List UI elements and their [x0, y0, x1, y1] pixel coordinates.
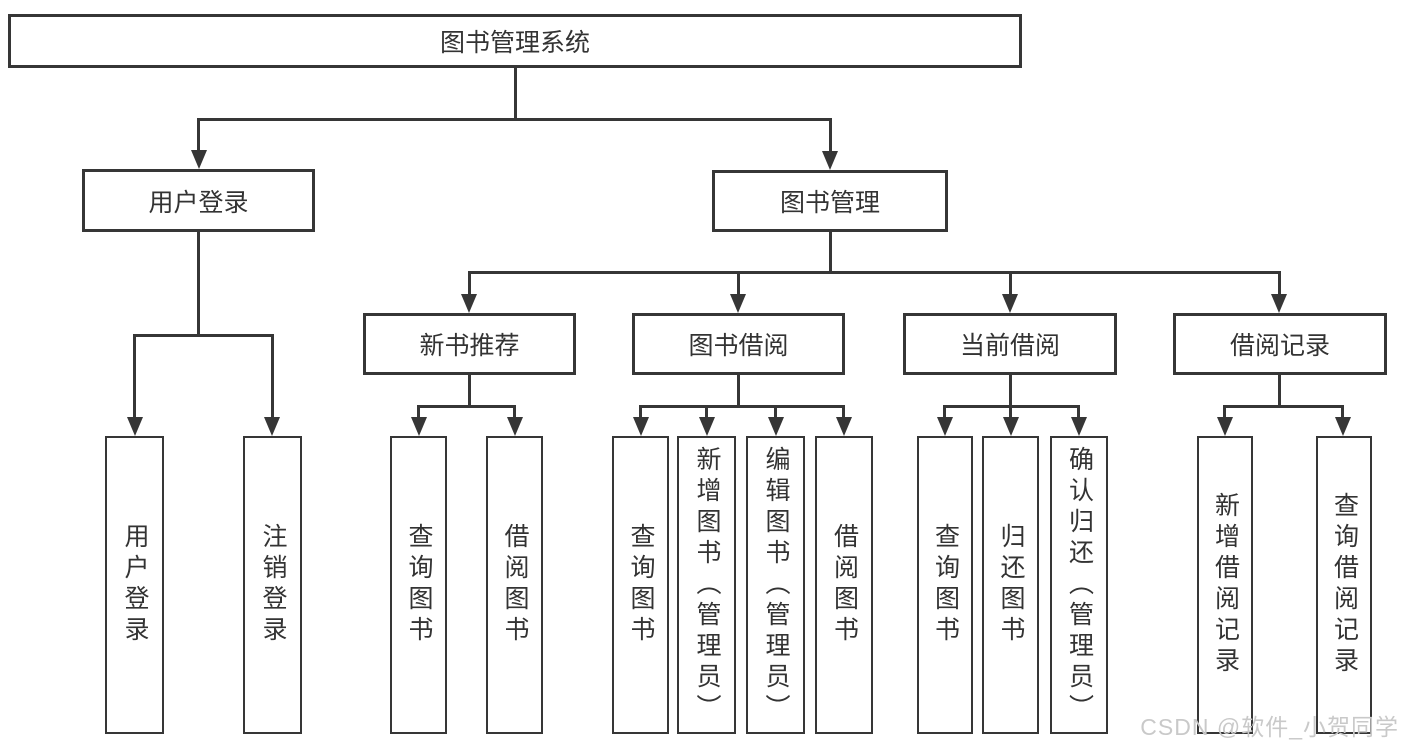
connector-line: [1278, 271, 1281, 295]
connector-line: [468, 375, 471, 407]
connector-line: [1009, 271, 1012, 295]
node-box-leaf-confirm-return-admin: 确认归还（管理员）: [1050, 436, 1108, 734]
csdn-watermark: CSDN @软件_小贺同学: [1140, 714, 1399, 740]
connector-line: [829, 232, 832, 274]
node-box-leaf-borrow-books: 借阅图书: [815, 436, 873, 734]
node-box-leaf-edit-book-admin: 编辑图书（管理员）: [746, 436, 805, 734]
arrowhead-down-icon: [937, 417, 953, 436]
arrowhead-down-icon: [127, 417, 143, 436]
connector-line: [737, 271, 740, 295]
node-box-leaf-query-books-current: 查询图书: [917, 436, 973, 734]
node-box-leaf-query-books-borrowing: 查询图书: [612, 436, 669, 734]
arrowhead-down-icon: [633, 417, 649, 436]
connector-line: [513, 405, 516, 418]
arrowhead-down-icon: [1002, 294, 1018, 313]
node-box-leaf-add-book-admin: 新增图书（管理员）: [677, 436, 736, 734]
connector-line: [829, 118, 832, 152]
arrowhead-down-icon: [1003, 417, 1019, 436]
node-box-new-book-recommendation: 新书推荐: [363, 313, 576, 375]
arrowhead-down-icon: [730, 294, 746, 313]
arrowhead-down-icon: [836, 417, 852, 436]
connector-line: [1009, 405, 1012, 418]
arrowhead-down-icon: [768, 417, 784, 436]
connector-line: [705, 405, 708, 418]
node-box-leaf-return-books: 归还图书: [982, 436, 1039, 734]
arrowhead-down-icon: [1217, 417, 1233, 436]
connector-line: [943, 405, 946, 418]
node-box-book-borrowing: 图书借阅: [632, 313, 845, 375]
node-box-leaf-logout: 注销登录: [243, 436, 302, 734]
arrowhead-down-icon: [1071, 417, 1087, 436]
connector-line: [197, 232, 200, 337]
connector-line: [133, 334, 136, 418]
connector-line: [842, 405, 845, 418]
arrowhead-down-icon: [264, 417, 280, 436]
arrowhead-down-icon: [699, 417, 715, 436]
node-box-leaf-query-books-recommend: 查询图书: [390, 436, 447, 734]
node-box-current-borrowing: 当前借阅: [903, 313, 1117, 375]
connector-line: [133, 334, 274, 337]
node-box-library-management-system: 图书管理系统: [8, 14, 1022, 68]
node-box-leaf-query-borrow-record: 查询借阅记录: [1316, 436, 1372, 734]
connector-line: [1278, 375, 1281, 407]
node-box-borrowing-records: 借阅记录: [1173, 313, 1387, 375]
connector-line: [639, 405, 642, 418]
connector-line: [737, 375, 740, 407]
connector-line: [1223, 405, 1226, 418]
connector-line: [197, 118, 200, 152]
connector-line: [1341, 405, 1344, 418]
node-box-book-management: 图书管理: [712, 170, 948, 232]
connector-line: [197, 118, 832, 121]
node-box-leaf-add-borrow-record: 新增借阅记录: [1197, 436, 1253, 734]
arrowhead-down-icon: [191, 150, 207, 169]
connector-line: [1223, 405, 1344, 408]
connector-line: [639, 405, 845, 408]
node-box-user-login: 用户登录: [82, 169, 315, 232]
arrowhead-down-icon: [411, 417, 427, 436]
arrowhead-down-icon: [1271, 294, 1287, 313]
connector-line: [417, 405, 420, 418]
node-box-leaf-user-login: 用户登录: [105, 436, 164, 734]
connector-line: [417, 405, 516, 408]
connector-line: [468, 271, 1281, 274]
arrowhead-down-icon: [1335, 417, 1351, 436]
arrowhead-down-icon: [822, 151, 838, 170]
node-box-leaf-borrow-books-recommend: 借阅图书: [486, 436, 543, 734]
arrowhead-down-icon: [461, 294, 477, 313]
connector-line: [1077, 405, 1080, 418]
connector-line: [514, 68, 517, 120]
connector-line: [468, 271, 471, 295]
connector-line: [271, 334, 274, 418]
arrowhead-down-icon: [507, 417, 523, 436]
connector-line: [774, 405, 777, 418]
connector-line: [1009, 375, 1012, 407]
